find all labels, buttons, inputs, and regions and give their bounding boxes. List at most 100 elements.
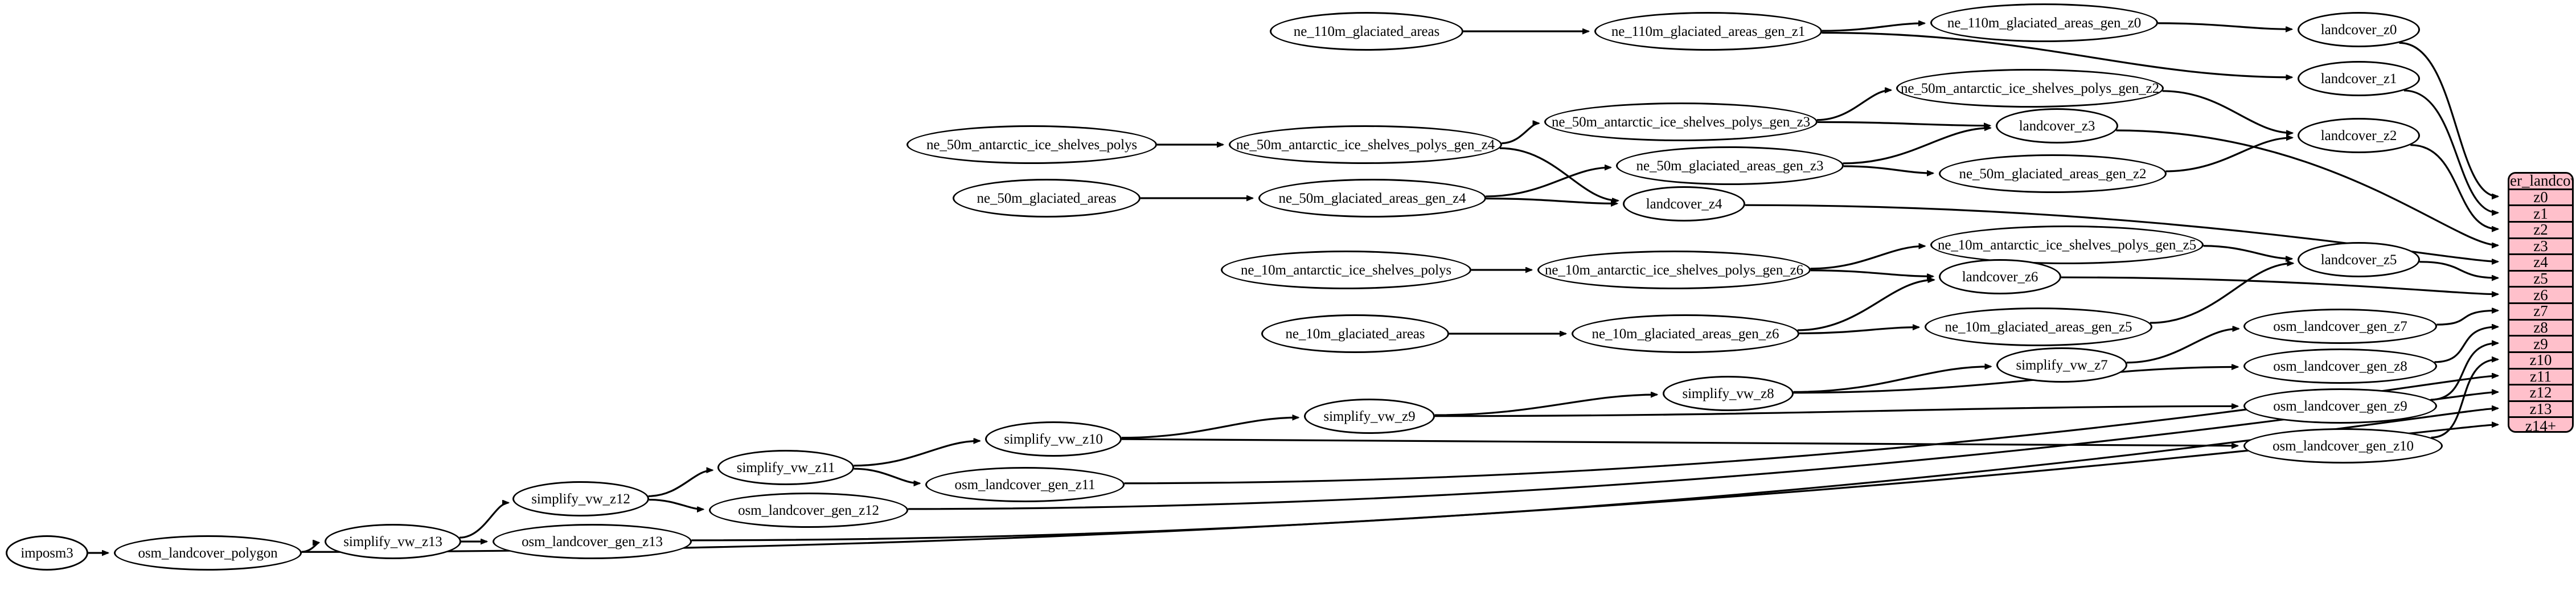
edge-osm_landcover_gen_z7-to-layer_landcover-z7 [2436,310,2498,326]
graph-node-label: ne_50m_antarctic_ice_shelves_polys_gen_z… [1900,80,2160,96]
edge-osm_landcover_gen_z10-to-layer_landcover-z10 [2431,359,2498,439]
graph-node-label: osm_landcover_gen_z11 [954,477,1096,493]
graph-node-osm-landcover-gen-z10[interactable]: osm_landcover_gen_z10 [2243,428,2443,464]
edge-simplify_vw_z10-to-simplify_vw_z9 [1121,417,1299,439]
record-row-z13[interactable]: z13 [2509,400,2572,419]
graph-node-label: ne_10m_antarctic_ice_shelves_polys_gen_z… [1544,262,1804,278]
graph-node-simplify-vw-z8[interactable]: simplify_vw_z8 [1663,376,1794,411]
graph-node-osm-landcover-gen-z7[interactable]: osm_landcover_gen_z7 [2243,309,2437,344]
edge-osm_landcover_gen_z9-to-layer_landcover-z9 [2430,343,2498,401]
edge-ne_10m_antarctic_ice_shelves_polys_gen_z6-to-landcover_z6 [1810,269,1933,277]
record-row-z0[interactable]: z0 [2509,188,2572,207]
record-row-z2[interactable]: z2 [2509,221,2572,239]
graph-node-ne-10m-antarctic-ice-shelves-polys-gen-z6[interactable]: ne_10m_antarctic_ice_shelves_polys_gen_z… [1537,251,1811,289]
graph-node-label: ne_10m_glaciated_areas_gen_z6 [1591,326,1779,342]
edge-ne_110m_glaciated_areas_gen_z1-to-landcover_z1 [1822,31,2292,77]
graph-node-landcover-z3[interactable]: landcover_z3 [1996,108,2118,143]
layer-landcover-record[interactable]: layer_landcoverz0z1z2z3z4z5z6z7z8z9z10z1… [2508,172,2574,433]
edge-paths [88,23,2498,553]
record-row-z9[interactable]: z9 [2509,335,2572,353]
graph-node-ne-50m-glaciated-areas[interactable]: ne_50m_glaciated_areas [953,179,1141,218]
graph-node-label: osm_landcover_gen_z8 [2273,358,2407,374]
graph-node-ne-10m-antarctic-ice-shelves-polys-gen-z5[interactable]: ne_10m_antarctic_ice_shelves_polys_gen_z… [1930,225,2204,264]
edge-simplify_vw_z7-to-osm_landcover_gen_z7 [2126,329,2239,364]
graph-node-label: ne_10m_antarctic_ice_shelves_polys_gen_z… [1937,237,2197,253]
edge-landcover_z4-to-layer_landcover-z4 [1745,204,2498,261]
graph-node-ne-50m-glaciated-areas-gen-z2[interactable]: ne_50m_glaciated_areas_gen_z2 [1939,154,2167,193]
edge-ne_50m_glaciated_areas_gen_z3-to-ne_50m_glaciated_areas_gen_z2 [1843,165,1933,173]
graph-node-landcover-z5[interactable]: landcover_z5 [2298,242,2420,277]
graph-node-osm-landcover-gen-z12[interactable]: osm_landcover_gen_z12 [709,493,908,528]
graph-node-simplify-vw-z12[interactable]: simplify_vw_z12 [512,481,649,516]
edge-ne_50m_glaciated_areas_gen_z2-to-landcover_z2 [2165,138,2292,173]
edge-ne_50m_antarctic_ice_shelves_polys_gen_z3-to-landcover_z3 [1817,121,1990,125]
edge-simplify_vw_z11-to-simplify_vw_z10 [854,441,979,467]
edge-ne_10m_antarctic_ice_shelves_polys_gen_z5-to-landcover_z5 [2203,245,2292,259]
record-row-z12[interactable]: z12 [2509,384,2572,402]
graph-node-landcover-z1[interactable]: landcover_z1 [2298,61,2420,96]
graph-node-label: landcover_z3 [2019,118,2095,134]
record-row-z8[interactable]: z8 [2509,319,2572,337]
graph-node-label: ne_110m_glaciated_areas_gen_z0 [1947,15,2142,31]
graph-node-ne-50m-antarctic-ice-shelves-polys[interactable]: ne_50m_antarctic_ice_shelves_polys [906,125,1157,164]
graph-node-label: simplify_vw_z7 [2016,357,2108,373]
graph-node-label: simplify_vw_z13 [343,534,442,550]
graph-node-osm-landcover-gen-z11[interactable]: osm_landcover_gen_z11 [925,467,1125,502]
graph-node-ne-110m-glaciated-areas-gen-z0[interactable]: ne_110m_glaciated_areas_gen_z0 [1930,3,2158,42]
graph-node-label: osm_landcover_gen_z12 [738,502,879,518]
graph-node-ne-10m-glaciated-areas-gen-z6[interactable]: ne_10m_glaciated_areas_gen_z6 [1572,314,1799,353]
graph-node-simplify-vw-z13[interactable]: simplify_vw_z13 [325,524,461,559]
record-row-z6[interactable]: z6 [2509,286,2572,304]
graph-node-ne-50m-antarctic-ice-shelves-polys-gen-z3[interactable]: ne_50m_antarctic_ice_shelves_polys_gen_z… [1544,102,1818,141]
record-row-z14plus[interactable]: z14+ [2509,417,2572,431]
edge-ne_10m_glaciated_areas_gen_z5-to-landcover_z5 [2150,263,2294,324]
graph-node-label: ne_50m_antarctic_ice_shelves_polys [926,137,1138,153]
record-row-z7[interactable]: z7 [2509,302,2572,321]
graph-node-landcover-z6[interactable]: landcover_z6 [1939,259,2061,294]
graph-node-ne-110m-glaciated-areas[interactable]: ne_110m_glaciated_areas [1270,12,1463,51]
graph-node-label: imposm3 [20,545,73,561]
graph-node-ne-50m-glaciated-areas-gen-z4[interactable]: ne_50m_glaciated_areas_gen_z4 [1258,179,1486,218]
graph-node-imposm3[interactable]: imposm3 [6,535,88,571]
edge-osm_landcover_gen_z13-to-layer_landcover-z13 [691,408,2498,542]
edge-ne_110m_glaciated_areas_gen_z0-to-landcover_z0 [2157,22,2292,30]
graph-node-osm-landcover-gen-z13[interactable]: osm_landcover_gen_z13 [493,524,692,559]
edge-ne_50m_antarctic_ice_shelves_polys_gen_z3-to-ne_50m_antarctic_ice_shelves_polys_gen_z2 [1816,90,1891,121]
graph-node-landcover-z4[interactable]: landcover_z4 [1623,186,1745,222]
record-row-z5[interactable]: z5 [2509,270,2572,288]
graph-node-label: ne_10m_glaciated_areas_gen_z5 [1945,319,2132,335]
edge-simplify_vw_z9-to-simplify_vw_z8 [1434,395,1657,416]
graph-node-label: ne_110m_glaciated_areas [1293,23,1440,39]
graph-node-osm-landcover-polygon[interactable]: osm_landcover_polygon [114,535,302,571]
graph-node-simplify-vw-z11[interactable]: simplify_vw_z11 [717,450,854,485]
graph-node-ne-50m-antarctic-ice-shelves-polys-gen-z2[interactable]: ne_50m_antarctic_ice_shelves_polys_gen_z… [1896,69,2164,108]
graph-node-simplify-vw-z10[interactable]: simplify_vw_z10 [985,421,1122,457]
record-row-z10[interactable]: z10 [2509,351,2572,370]
graph-node-simplify-vw-z7[interactable]: simplify_vw_z7 [1996,347,2127,383]
graph-node-simplify-vw-z9[interactable]: simplify_vw_z9 [1304,399,1435,434]
edge-ne_110m_glaciated_areas_gen_z1-to-ne_110m_glaciated_areas_gen_z0 [1822,23,1925,32]
graph-node-ne-110m-glaciated-areas-gen-z1[interactable]: ne_110m_glaciated_areas_gen_z1 [1594,12,1822,51]
graph-node-label: simplify_vw_z10 [1004,431,1103,447]
graph-node-label: ne_110m_glaciated_areas_gen_z1 [1611,23,1806,39]
graph-node-osm-landcover-gen-z9[interactable]: osm_landcover_gen_z9 [2243,388,2437,424]
graph-node-osm-landcover-gen-z8[interactable]: osm_landcover_gen_z8 [2243,348,2437,384]
graph-node-ne-10m-glaciated-areas-gen-z5[interactable]: ne_10m_glaciated_areas_gen_z5 [1925,307,2152,346]
record-row-z11[interactable]: z11 [2509,368,2572,386]
edge-osm_landcover_polygon-to-simplify_vw_z13 [301,543,319,553]
graph-node-label: ne_10m_glaciated_areas [1285,326,1425,342]
edge-simplify_vw_z12-to-osm_landcover_gen_z12 [649,498,703,510]
graph-node-ne-50m-glaciated-areas-gen-z3[interactable]: ne_50m_glaciated_areas_gen_z3 [1616,146,1844,185]
record-row-z4[interactable]: z4 [2509,253,2572,272]
record-row-z1[interactable]: z1 [2509,205,2572,223]
graph-node-ne-10m-antarctic-ice-shelves-polys[interactable]: ne_10m_antarctic_ice_shelves_polys [1221,251,1471,289]
graph-node-landcover-z0[interactable]: landcover_z0 [2298,12,2420,47]
graph-node-label: landcover_z5 [2320,252,2397,268]
edge-ne_50m_glaciated_areas_gen_z4-to-ne_50m_glaciated_areas_gen_z3 [1486,167,1611,198]
record-row-z3[interactable]: z3 [2509,237,2572,256]
edge-landcover_z1-to-layer_landcover-z1 [2403,89,2498,213]
graph-node-ne-50m-antarctic-ice-shelves-polys-gen-z4[interactable]: ne_50m_antarctic_ice_shelves_polys_gen_z… [1229,125,1502,164]
graph-node-landcover-z2[interactable]: landcover_z2 [2298,118,2420,153]
graph-node-ne-10m-glaciated-areas[interactable]: ne_10m_glaciated_areas [1261,314,1449,353]
